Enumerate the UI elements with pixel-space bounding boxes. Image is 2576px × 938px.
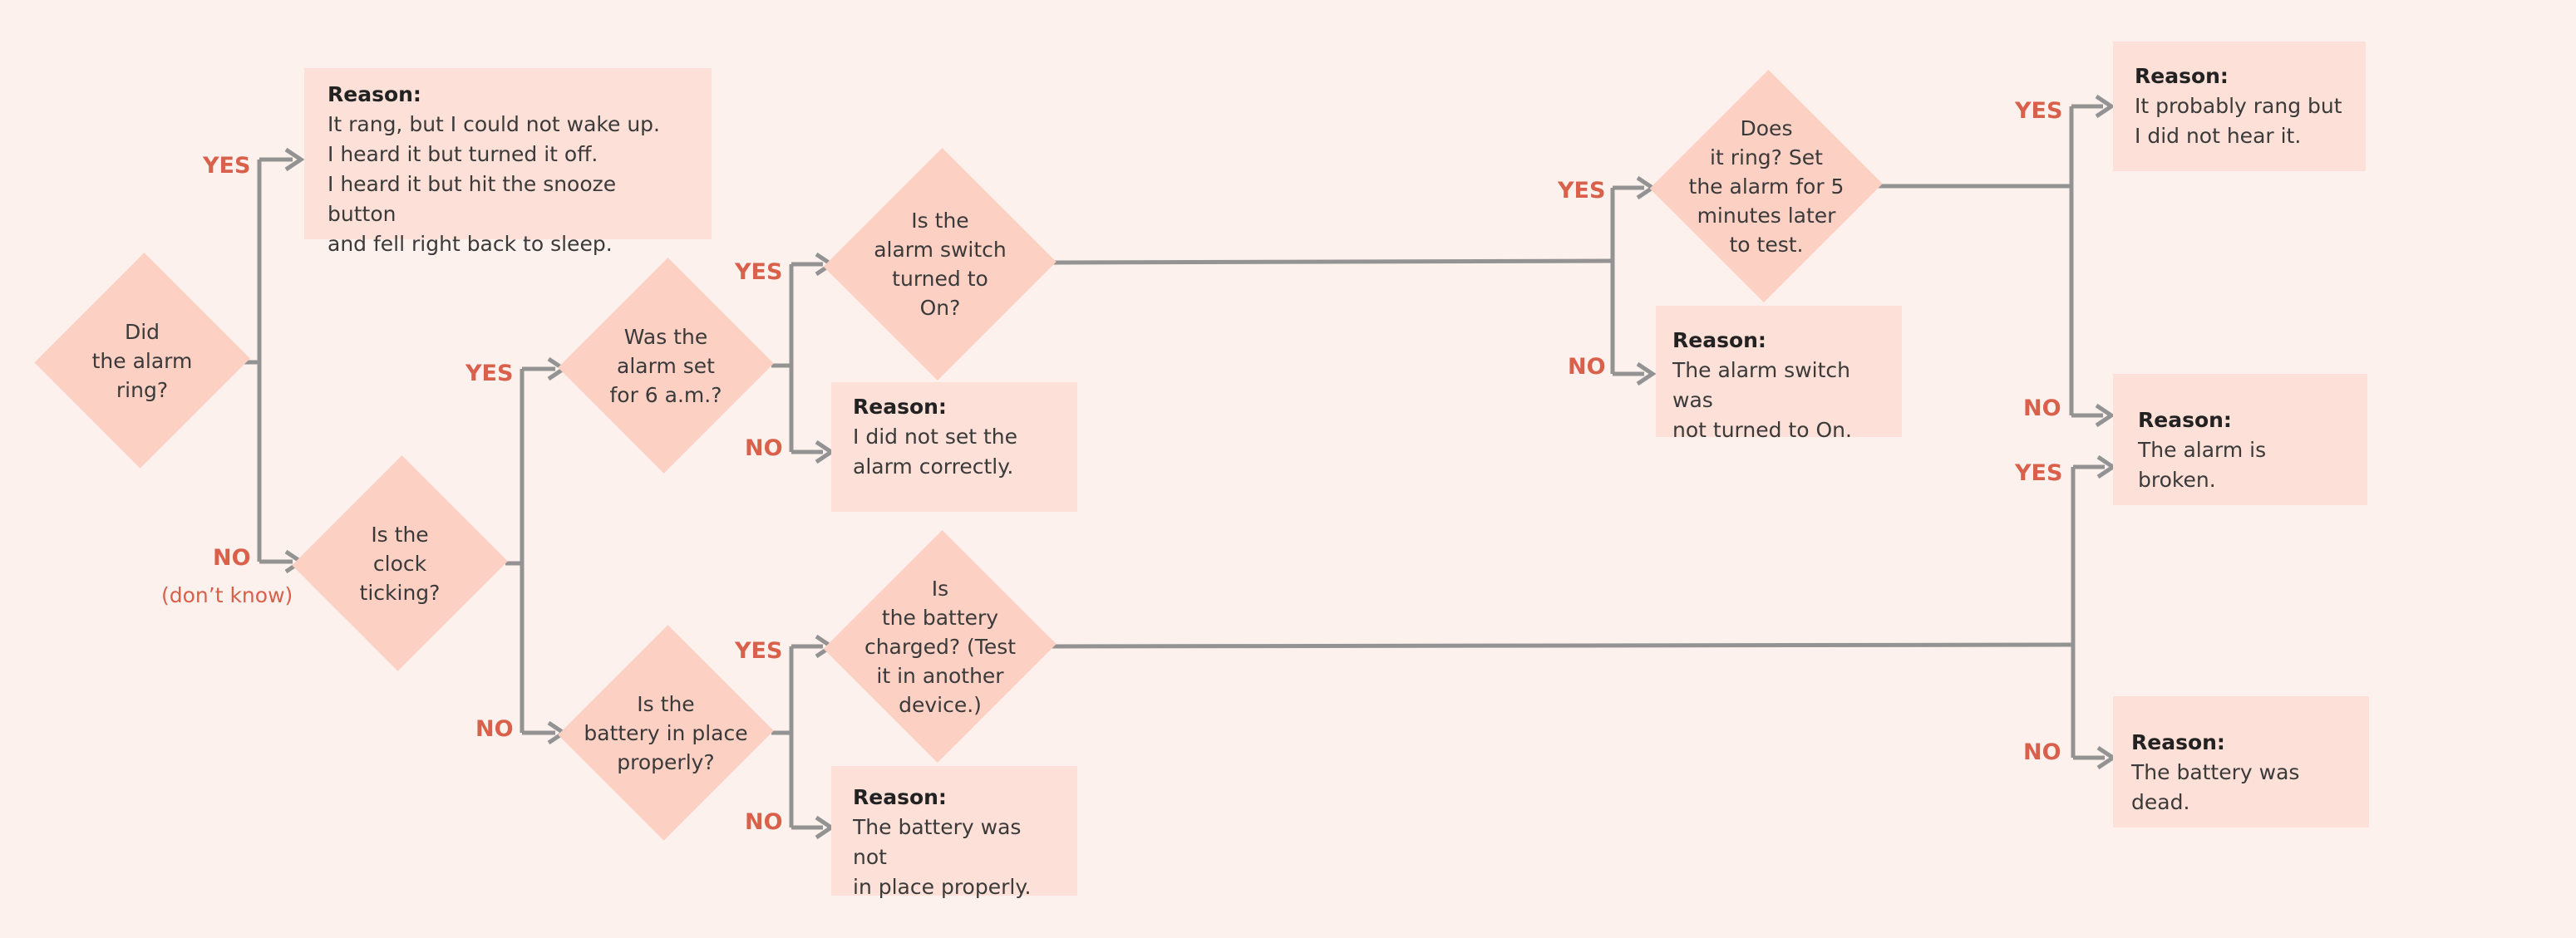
dont-know-note: (don’t know)	[161, 583, 293, 607]
decision-battery-in-place: Is the battery in place properly?	[562, 625, 770, 841]
reason-title: Reason:	[2135, 64, 2229, 88]
no-label: NO	[475, 716, 514, 742]
reason-box-broken: Reason: The alarm is broken.	[2113, 374, 2367, 505]
yes-label: YES	[203, 153, 251, 179]
decision-does-it-ring: Does it ring? Set the alarm for 5 minute…	[1654, 70, 1879, 302]
reason-text: The alarm is broken.	[2138, 438, 2267, 492]
reason-title: Reason:	[853, 395, 947, 419]
no-label: NO	[213, 545, 251, 571]
no-label: NO	[745, 809, 783, 835]
decision-clock-ticking: Is the clock ticking?	[296, 455, 504, 671]
reason-box-could-not-wake: Reason: It rang, but I could not wake up…	[304, 68, 712, 256]
reason-box-battery-dead: Reason: The battery was dead.	[2113, 696, 2369, 828]
decision-alarm-ring-text: Did the alarm ring?	[91, 319, 193, 402]
decision-alarm-switch: Is the alarm switch turned to On?	[828, 148, 1052, 381]
no-label: NO	[1568, 354, 1606, 380]
reason-box-not-set: Reason: I did not set the alarm correctl…	[831, 382, 1077, 512]
yes-label: YES	[2015, 98, 2063, 124]
reason-text: It rang, but I could not wake up. I hear…	[328, 112, 660, 256]
decision-battery-in-place-text: Is the battery in place properly?	[584, 691, 748, 774]
yes-label: YES	[465, 361, 514, 386]
reason-text: It probably rang but I did not hear it.	[2135, 94, 2342, 148]
no-label: NO	[2023, 739, 2061, 765]
reason-text: I did not set the alarm correctly.	[853, 425, 1018, 479]
reason-title: Reason:	[2131, 730, 2225, 754]
reason-box-switch-off: Reason: The alarm switch was not turned …	[1656, 306, 1902, 442]
yes-label: YES	[2015, 460, 2063, 486]
yes-label: YES	[735, 638, 783, 664]
reason-text: The battery was not in place properly.	[853, 815, 1032, 899]
decision-does-it-ring-text: Does it ring? Set the alarm for 5 minute…	[1688, 115, 1845, 257]
reason-text: The battery was dead.	[2131, 760, 2300, 814]
reason-box-did-not-hear: Reason: It probably rang but I did not h…	[2113, 42, 2366, 171]
reason-title: Reason:	[853, 785, 947, 809]
reason-title: Reason:	[1672, 328, 1766, 352]
reason-title: Reason:	[328, 82, 421, 106]
no-label: NO	[745, 435, 783, 461]
decision-battery-charged: Is the battery charged? (Test it in anot…	[828, 530, 1052, 763]
yes-label: YES	[735, 259, 783, 285]
decision-alarm-switch-text: Is the alarm switch turned to On?	[874, 209, 1007, 320]
reason-text: The alarm switch was not turned to On.	[1672, 358, 1852, 442]
no-label: NO	[2023, 395, 2061, 421]
decision-alarm-set: Was the alarm set for 6 a.m.?	[562, 258, 770, 474]
decision-alarm-ring: Did the alarm ring?	[38, 253, 246, 469]
reason-title: Reason:	[2138, 408, 2232, 432]
yes-label: YES	[1558, 178, 1606, 204]
decision-clock-ticking-text: Is the clock ticking?	[359, 522, 441, 605]
reason-box-not-in-place: Reason: The battery was not in place pro…	[831, 766, 1077, 899]
decision-alarm-set-text: Was the alarm set for 6 a.m.?	[609, 324, 722, 407]
decision-battery-charged-text: Is the battery charged? (Test it in anot…	[864, 576, 1017, 717]
